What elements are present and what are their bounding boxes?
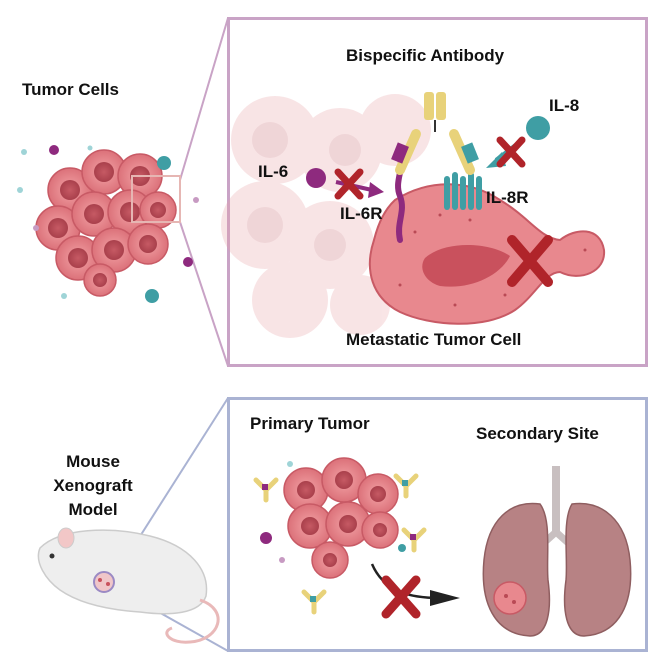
xenograft-molecules [260, 461, 406, 563]
tumor-cluster [35, 149, 177, 297]
metastatic-cell-label: Metastatic Tumor Cell [346, 330, 522, 349]
il8-block-x [496, 136, 526, 168]
mouse-label-line-2: Xenograft [53, 476, 133, 495]
lungs [482, 466, 632, 637]
il6-ligand [306, 168, 326, 188]
metastatic-tumor-cell [368, 183, 606, 325]
mouse [37, 527, 220, 644]
il8-label: IL-8 [549, 96, 580, 115]
migration-block-x [507, 235, 553, 287]
il6-block-x [334, 168, 364, 200]
xenograft-antibodies [253, 473, 427, 615]
zoom-connector [179, 17, 229, 367]
tumor-cells-label: Tumor Cells [22, 80, 119, 99]
il6r-label: IL-6R [340, 204, 383, 223]
il6-label: IL-6 [258, 162, 289, 181]
il8r-label: IL-8R [486, 188, 529, 207]
mouse-model-label: Mouse Xenograft Model [40, 450, 146, 522]
primary-tumor-label: Primary Tumor [250, 414, 370, 433]
metastasis-arrow [370, 563, 460, 619]
secondary-site-label: Secondary Site [476, 424, 599, 443]
tumor-molecules [17, 145, 199, 303]
bispecific-antibody-label: Bispecific Antibody [346, 46, 505, 65]
mouse-label-line-3: Model [68, 500, 118, 519]
il8-ligand [526, 116, 550, 140]
mouse-label-line-1: Mouse [66, 452, 120, 471]
il8-receptor [444, 172, 482, 210]
zoom-box [131, 175, 181, 223]
bispecific-antibody [391, 92, 479, 175]
primary-tumor [283, 457, 399, 579]
